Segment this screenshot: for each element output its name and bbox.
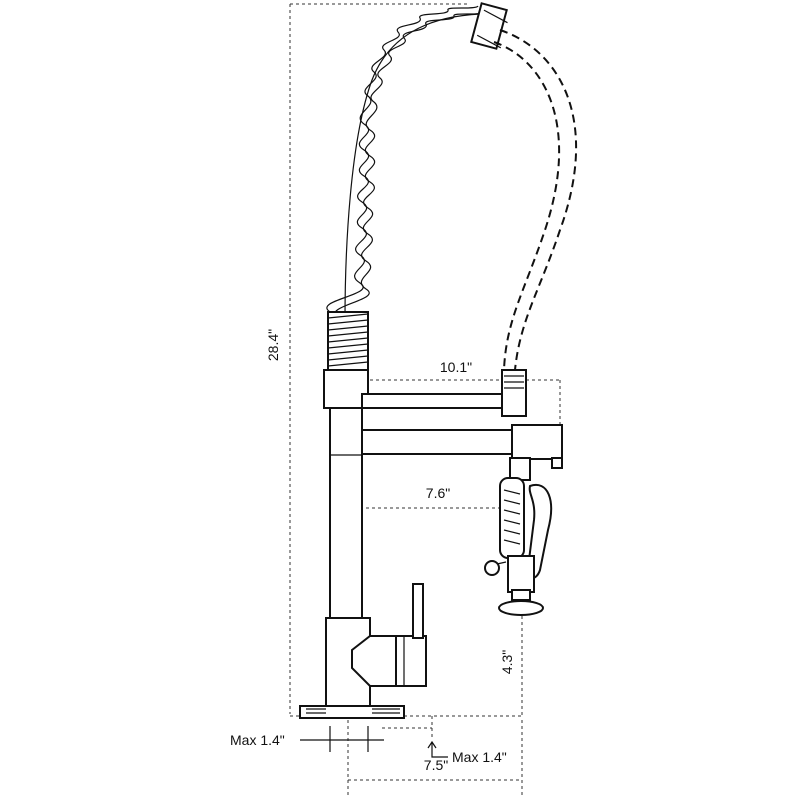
deck-right-label: Max 1.4" bbox=[452, 749, 507, 765]
spray-handle bbox=[499, 477, 525, 559]
spray-height-label: 4.3" bbox=[499, 650, 515, 674]
coil-top-nozzle bbox=[470, 2, 508, 50]
base-width-label: 7.5" bbox=[424, 757, 448, 773]
upper-collar bbox=[323, 369, 369, 409]
spray-valve bbox=[509, 457, 531, 481]
lever-handle-hub bbox=[395, 635, 427, 687]
vertical-column bbox=[329, 407, 363, 619]
spray-reach-label: 7.6" bbox=[426, 485, 450, 501]
lower-arm bbox=[361, 429, 513, 455]
spray-nozzle bbox=[498, 600, 544, 616]
hose-outer bbox=[499, 29, 578, 371]
lever-handle bbox=[412, 583, 424, 639]
dimension-labels: 28.4" 10.1" 7.6" 4.3" Max 1.4" Max 1.4" … bbox=[230, 329, 515, 773]
coil-base-rings bbox=[327, 313, 369, 367]
dimension-lines bbox=[289, 3, 561, 795]
spray-body bbox=[507, 555, 535, 593]
spout-reach-label: 10.1" bbox=[440, 359, 472, 375]
spray-side-knob bbox=[484, 560, 500, 576]
upper-arm bbox=[361, 393, 503, 409]
deck-right-arrow bbox=[427, 740, 437, 749]
hose-inner bbox=[493, 41, 560, 371]
spring-coil bbox=[326, 5, 485, 321]
faucet-body bbox=[299, 369, 563, 719]
deck-right-leader bbox=[431, 742, 448, 758]
hose-connector bbox=[501, 369, 527, 417]
deck-plate bbox=[299, 705, 405, 719]
height-label: 28.4" bbox=[265, 329, 281, 361]
deck-left-label: Max 1.4" bbox=[230, 732, 285, 748]
spray-holder bbox=[511, 424, 563, 460]
